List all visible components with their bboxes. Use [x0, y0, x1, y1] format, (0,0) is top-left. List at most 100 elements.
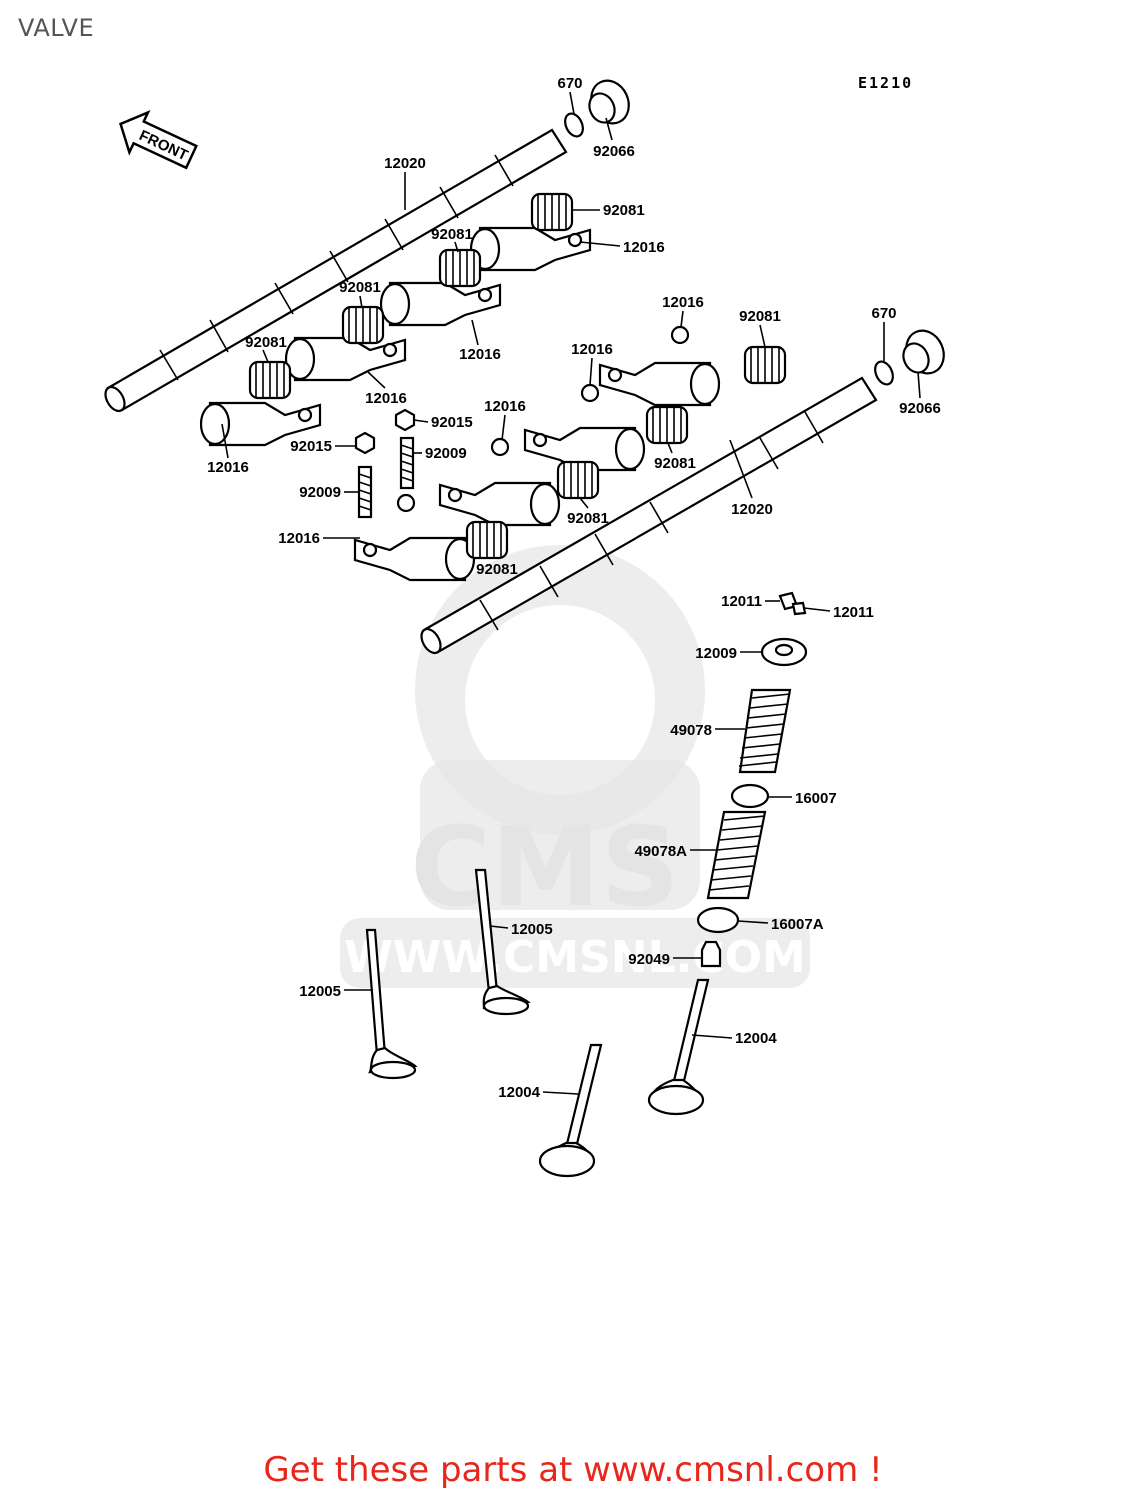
rocker-arm	[438, 481, 561, 527]
cam-lobe	[804, 411, 824, 444]
rocker-arm	[353, 536, 476, 582]
cam-lobe	[274, 282, 294, 315]
footer-cta-link[interactable]: Get these parts at www.cmsnl.com !	[263, 1450, 883, 1490]
callout-label: 12005	[511, 921, 553, 938]
leader-line	[569, 91, 575, 115]
diagram-code: E1210	[858, 74, 913, 92]
leader-line	[589, 357, 593, 386]
valve-stem-seal	[700, 940, 722, 968]
adjusting-screw-thread	[400, 444, 414, 482]
spring-retainer-hole	[774, 643, 794, 657]
camshaft-upper-lobes	[159, 154, 514, 381]
o-ring-lower	[874, 360, 894, 386]
cam-lobe	[329, 250, 349, 283]
rocker-spring-turns	[652, 407, 682, 443]
page-title: VALVE	[18, 14, 95, 42]
leader-line	[680, 310, 684, 328]
leader-line	[579, 241, 621, 247]
rocker-spring	[743, 345, 787, 385]
adjusting-screw	[399, 436, 415, 490]
o-ring-upper	[564, 112, 584, 138]
watermark-url-band	[340, 918, 810, 988]
rocker-spring-turns	[348, 307, 378, 343]
callout-label: 92015	[290, 438, 332, 455]
rocker-arm-pad	[447, 487, 463, 503]
camshaft-lower-end	[420, 627, 442, 655]
valve-face	[538, 1144, 596, 1178]
rocker-spring	[438, 248, 482, 288]
callout-label: 92066	[899, 400, 941, 417]
front-arrow-shape	[119, 110, 198, 170]
rocker-spring	[530, 192, 574, 232]
callout-label: 12016	[571, 341, 613, 358]
rocker-spring	[248, 360, 292, 400]
leader-line	[262, 349, 269, 363]
rocker-arm-pad	[297, 407, 313, 423]
leader-line	[579, 497, 589, 509]
callout-label: 670	[557, 75, 582, 92]
rocker-spring	[465, 520, 509, 560]
rocker-arm-bore	[379, 282, 411, 326]
valve-face	[369, 1060, 417, 1080]
rocker-spring	[645, 405, 689, 445]
rocker-arm	[469, 226, 592, 272]
plug-upper-head	[588, 92, 616, 124]
rocker-arm-bore	[529, 482, 561, 526]
rocker-arm-pad	[532, 432, 548, 448]
rocker-arm-bore	[284, 337, 316, 381]
leader-line	[729, 439, 753, 499]
spring-seat-inner	[696, 906, 740, 934]
cam-lobe	[539, 565, 559, 598]
leader-line	[367, 371, 386, 389]
leader-line	[221, 423, 229, 459]
leader-line	[454, 241, 459, 253]
lock-nut	[394, 408, 416, 432]
callout-label: 92081	[339, 279, 381, 296]
valve	[647, 978, 710, 1116]
adjusting-screw-thread	[358, 473, 372, 511]
rocker-spring	[556, 460, 600, 500]
rocker-spring-turns	[750, 347, 780, 383]
callout-label: 92081	[603, 202, 645, 219]
rocker-arm-body	[208, 401, 322, 447]
callout-label: 92081	[739, 308, 781, 325]
callout-label: 92015	[431, 414, 473, 431]
rocker-arm-bore	[614, 427, 646, 471]
callout-label: 92081	[245, 334, 287, 351]
plug-lower-head	[902, 342, 930, 374]
valve	[474, 868, 531, 1016]
leader-line	[759, 324, 766, 348]
rocker-spring-turns	[563, 462, 593, 498]
camshaft-lower	[420, 376, 878, 655]
callout-label: 16007A	[771, 916, 824, 933]
outer-valve-spring-turns	[738, 693, 791, 767]
watermark-brand: CMS	[410, 803, 679, 931]
spring-seat-outer	[730, 783, 770, 809]
leader-line	[501, 414, 506, 441]
rocker-spring	[341, 305, 385, 345]
watermark: CMS WWW.CMSNL.COM	[340, 545, 810, 988]
watermark-mascot-body	[420, 760, 700, 910]
callout-label: 92009	[425, 445, 467, 462]
valve-face	[647, 1084, 705, 1116]
plug-upper	[588, 79, 630, 125]
callout-label: 92081	[431, 226, 473, 243]
callout-label: 12020	[731, 501, 773, 518]
callout-label: 12011	[721, 593, 762, 610]
callout-label: 12016	[662, 294, 704, 311]
valve-collet-half	[791, 601, 807, 616]
callout-label: 12009	[695, 645, 737, 662]
camshaft-upper	[104, 128, 568, 413]
callout-lines	[221, 91, 921, 1095]
rocker-spring-turns	[472, 522, 502, 558]
valve-collet	[778, 591, 807, 616]
rocker-arm-pad	[607, 367, 623, 383]
leader-line	[542, 1091, 579, 1095]
leader-line	[471, 319, 479, 346]
rocker-arm-body	[353, 536, 467, 582]
rocker-pivot-nut	[670, 325, 690, 345]
rocker-arm	[284, 336, 407, 382]
adjusting-screw	[357, 465, 373, 519]
rocker-pivot-nut	[580, 383, 600, 403]
